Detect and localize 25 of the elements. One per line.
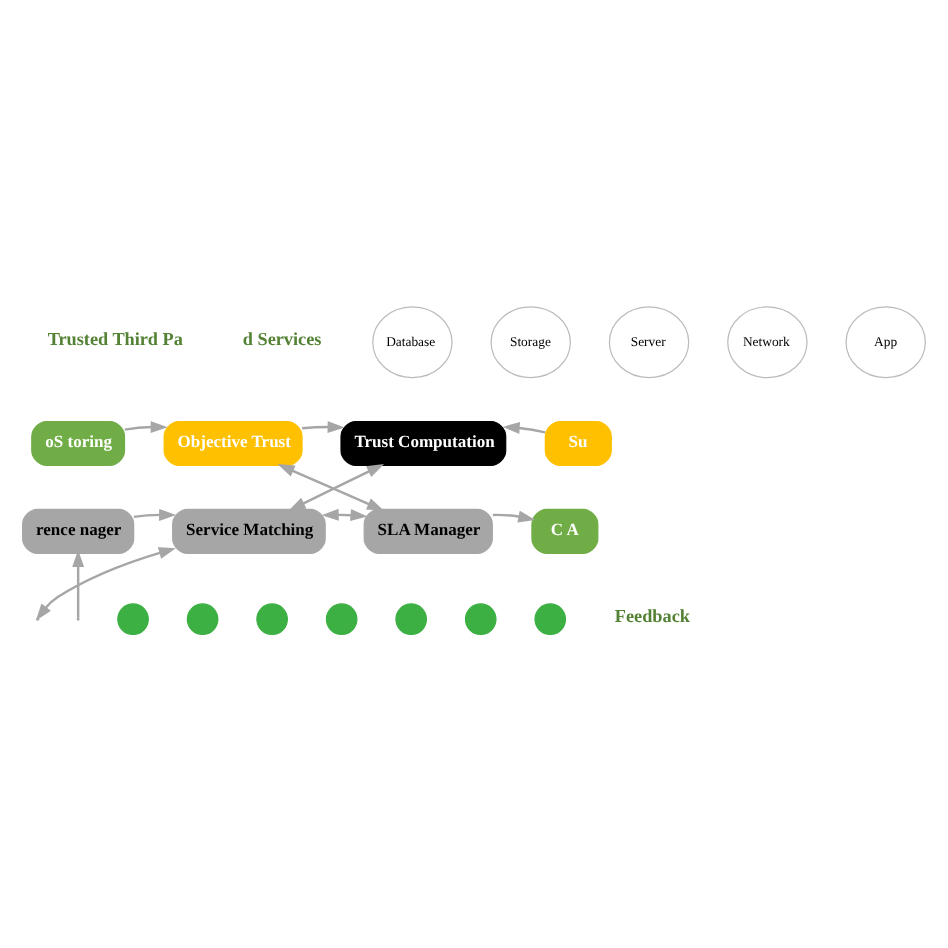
node-box: C A [531,508,599,554]
arrow [302,421,345,433]
arrow [492,510,536,523]
node-box: Su [544,420,612,467]
node-box: Trust Computation [340,420,507,467]
arrow [72,549,85,618]
arrow [502,422,546,434]
node-person [464,603,497,635]
label: Feedback [614,606,690,627]
node-person [325,603,358,635]
node-person [186,603,219,635]
arrow [321,508,368,522]
node-box: Service Matching [172,508,326,554]
node-box: SLA Manager [363,508,493,554]
node-person [117,603,149,635]
node-person [256,603,288,635]
node-box: Objective Trust [163,420,303,467]
node-person [395,603,428,635]
node-box: rence nager [22,508,135,554]
label: Trusted Third Pa [47,329,183,350]
arrow [133,508,177,521]
arrow [124,421,168,434]
node-box: oS toring [31,420,126,467]
label: d Services [242,329,322,350]
node-person [534,603,567,635]
